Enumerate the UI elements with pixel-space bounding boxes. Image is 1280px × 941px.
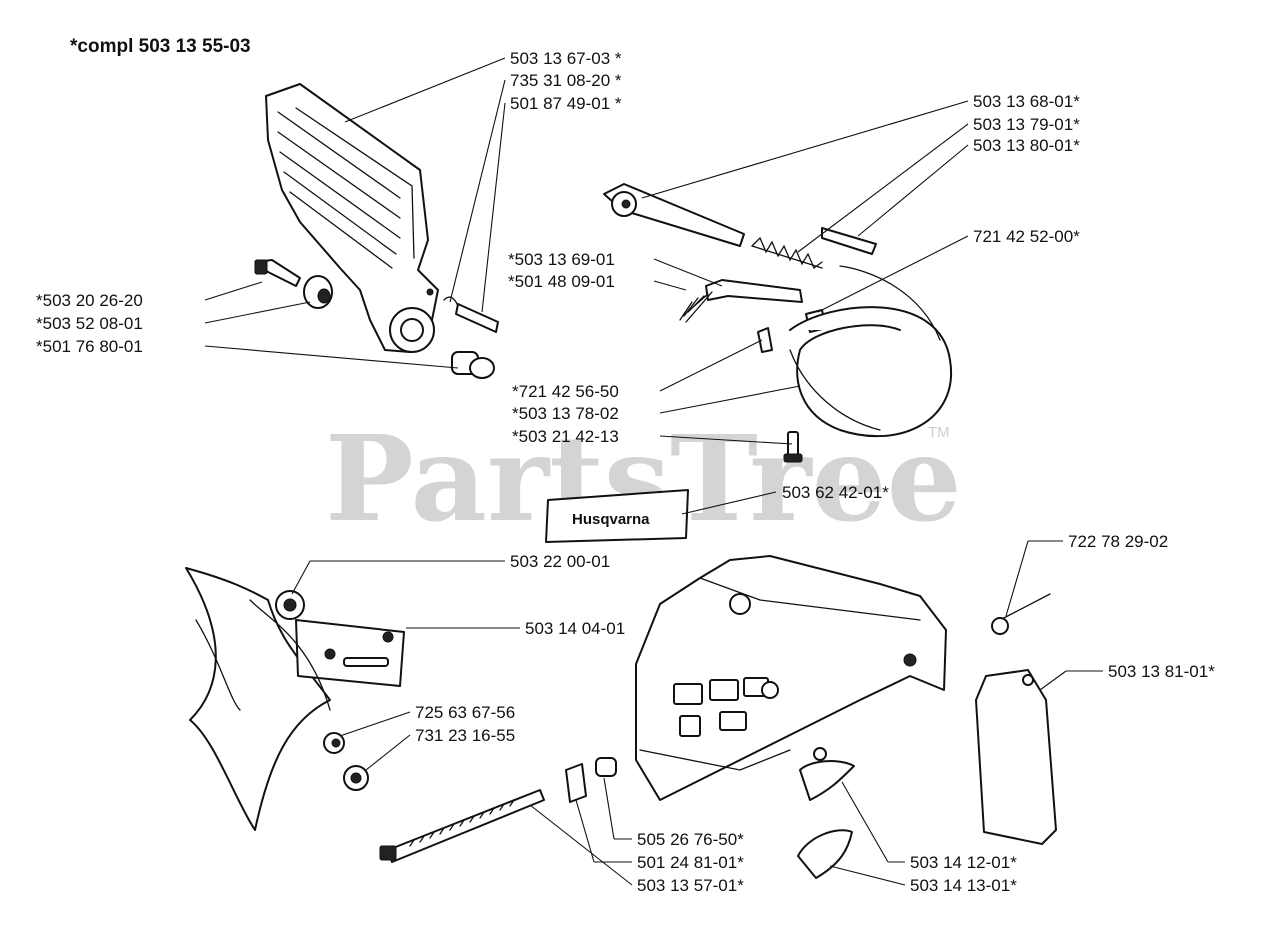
washer-part [565, 763, 587, 803]
part-number-label: 503 13 81-01* [1108, 662, 1215, 681]
part-number-label: 731 23 16-55 [415, 726, 515, 745]
decal-brand: Husqvarna [572, 511, 650, 528]
part-number-label: 503 14 04-01 [525, 619, 625, 638]
wire-spring-part [991, 593, 1051, 635]
part-number-label: 501 24 81-01* [637, 853, 744, 872]
band-screw-part [783, 431, 803, 463]
part-number-label: 503 13 68-01* [973, 92, 1080, 111]
brake-spring-clip-part [757, 327, 773, 353]
part-number-label: *503 13 78-02 [512, 404, 619, 423]
part-number-label: *503 21 42-13 [512, 427, 619, 446]
screw-part [254, 259, 301, 287]
part-number-label: 503 62 42-01* [782, 483, 889, 502]
part-number-label: 503 14 13-01* [910, 876, 1017, 895]
small-pin-part [821, 227, 877, 255]
small-spring-part [679, 291, 713, 323]
part-number-label: 503 13 67-03 * [510, 49, 622, 68]
decal-part: Husqvarna [545, 489, 689, 543]
part-number-label: 505 26 76-50* [637, 830, 744, 849]
cap-plug-part [451, 351, 495, 379]
part-number-label: 503 13 79-01* [973, 115, 1080, 134]
bumper-spike-part-2 [797, 829, 853, 879]
nut-part-1 [275, 590, 305, 620]
brake-lever-part [705, 279, 803, 303]
part-number-label: *501 48 09-01 [508, 272, 615, 291]
tension-screw-part [379, 789, 545, 863]
brake-band-part [789, 265, 953, 438]
part-number-label: *721 42 56-50 [512, 382, 619, 401]
stud-part [323, 732, 345, 754]
part-number-label: 501 87 49-01 * [510, 94, 622, 113]
part-number-label: 503 22 00-01 [510, 552, 610, 571]
brake-rod-part [603, 183, 745, 247]
pin-part [443, 296, 499, 333]
part-number-label: *503 52 08-01 [36, 314, 143, 333]
part-number-label: 503 13 80-01* [973, 136, 1080, 155]
part-number-label: *501 76 80-01 [36, 337, 143, 356]
spring-part [751, 236, 823, 270]
cover-plate-part [975, 669, 1057, 845]
part-number-label: 722 78 29-02 [1068, 532, 1168, 551]
tension-pin-part [595, 757, 617, 777]
leader-lines [204, 57, 1103, 886]
part-number-label: *503 20 26-20 [36, 291, 143, 310]
clutch-cover-part [635, 555, 947, 801]
hand-guard-part [265, 83, 439, 353]
bushing-part [303, 275, 333, 309]
part-number-label: 503 14 12-01* [910, 853, 1017, 872]
guide-bar-plate-part [185, 567, 405, 831]
part-number-label: 721 42 52-00* [973, 227, 1080, 246]
part-number-label: 735 31 08-20 * [510, 71, 622, 90]
watermark-tm: TM [928, 424, 950, 441]
bumper-spike-part-1 [799, 747, 855, 801]
assembly-title: *compl 503 13 55-03 [70, 36, 251, 57]
part-labels: 503 13 67-03 * 735 31 08-20 * 501 87 49-… [36, 49, 1215, 895]
nut-part-2 [343, 765, 369, 791]
part-number-label: *503 13 69-01 [508, 250, 615, 269]
part-number-label: 725 63 67-56 [415, 703, 515, 722]
part-number-label: 503 13 57-01* [637, 876, 744, 895]
